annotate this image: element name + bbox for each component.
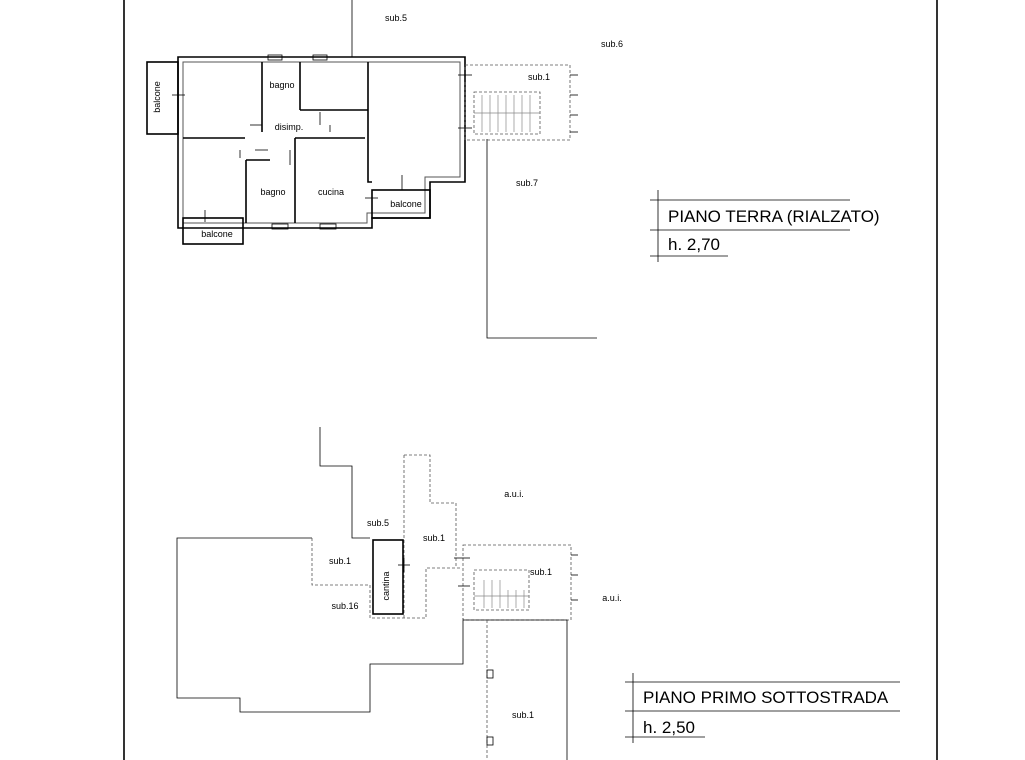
garage-pillar-2: [486, 736, 494, 746]
window-4: [319, 223, 337, 230]
garage-pillar-1: [486, 669, 494, 679]
basement-sub-label-aui-top: a.u.i.: [504, 489, 524, 499]
balcony-bottom: [182, 217, 244, 245]
window-1: [267, 54, 283, 61]
window-2: [312, 54, 328, 61]
basement-title: PIANO PRIMO SOTTOSTRADA: [643, 688, 889, 707]
cantina-room: [372, 539, 404, 615]
window-3: [271, 223, 289, 230]
sub-label-sub6: sub.6: [601, 39, 623, 49]
basement-stair-flight: [473, 569, 530, 611]
room-label-bagno-top: bagno: [269, 80, 294, 90]
basement-sub-label-aui-right: a.u.i.: [602, 593, 622, 603]
balcony-right: [371, 189, 431, 219]
basement-stair-area: [462, 544, 572, 621]
basement-height: h. 2,50: [643, 718, 695, 737]
title-block-ground-floor: PIANO TERRA (RIALZATO) h. 2,70: [650, 190, 880, 262]
basement-stair-steps: [474, 580, 529, 608]
apartment-inner-wall: [182, 61, 461, 224]
stair-area-sub1: [464, 64, 571, 141]
balcony-left: [146, 61, 179, 135]
basement-plan: cantina sub.5 sub.1 sub.1 sub.16 sub.1 s…: [176, 427, 900, 760]
basement-sub-label-sub1-top: sub.1: [423, 533, 445, 543]
ground-floor-title: PIANO TERRA (RIALZATO): [668, 207, 880, 226]
basement-sub-label-sub5: sub.5: [367, 518, 389, 528]
room-label-disimp: disimp.: [275, 122, 304, 132]
sub-label-sub7: sub.7: [516, 178, 538, 188]
boundary-sub7: [486, 139, 597, 339]
basement-outline: [176, 537, 464, 713]
apartment-outer-wall: [177, 56, 466, 229]
boundary-sub5: [351, 0, 466, 65]
room-label-bagno-bottom: bagno: [260, 187, 285, 197]
room-label-cucina: cucina: [318, 187, 344, 197]
room-label-cantina: cantina: [381, 571, 391, 600]
ground-floor-height: h. 2,70: [668, 235, 720, 254]
basement-sub-label-sub1-stair: sub.1: [530, 567, 552, 577]
room-label-balcone-bottom: balcone: [201, 229, 233, 239]
partition-5: [367, 62, 372, 183]
room-label-balcone-right: balcone: [390, 199, 422, 209]
room-label-balcone-left: balcone: [152, 81, 162, 113]
sub-label-sub5: sub.5: [385, 13, 407, 23]
garage-outline: [463, 619, 568, 760]
corridor-sub1-left: [311, 538, 460, 619]
boundary-sub5-basement: [319, 427, 370, 539]
stair-steps: [474, 95, 540, 132]
corridor-sub1-top: [404, 454, 457, 568]
ground-floor-plan: balcone bagno disimp. bagno cucina balco…: [146, 0, 880, 339]
basement-sub-label-sub1-left: sub.1: [329, 556, 351, 566]
basement-sub-label-sub16: sub.16: [331, 601, 358, 611]
title-block-basement: PIANO PRIMO SOTTOSTRADA h. 2,50: [625, 673, 900, 743]
basement-sub-label-sub1-bottom: sub.1: [512, 710, 534, 720]
sub-label-sub1: sub.1: [528, 72, 550, 82]
